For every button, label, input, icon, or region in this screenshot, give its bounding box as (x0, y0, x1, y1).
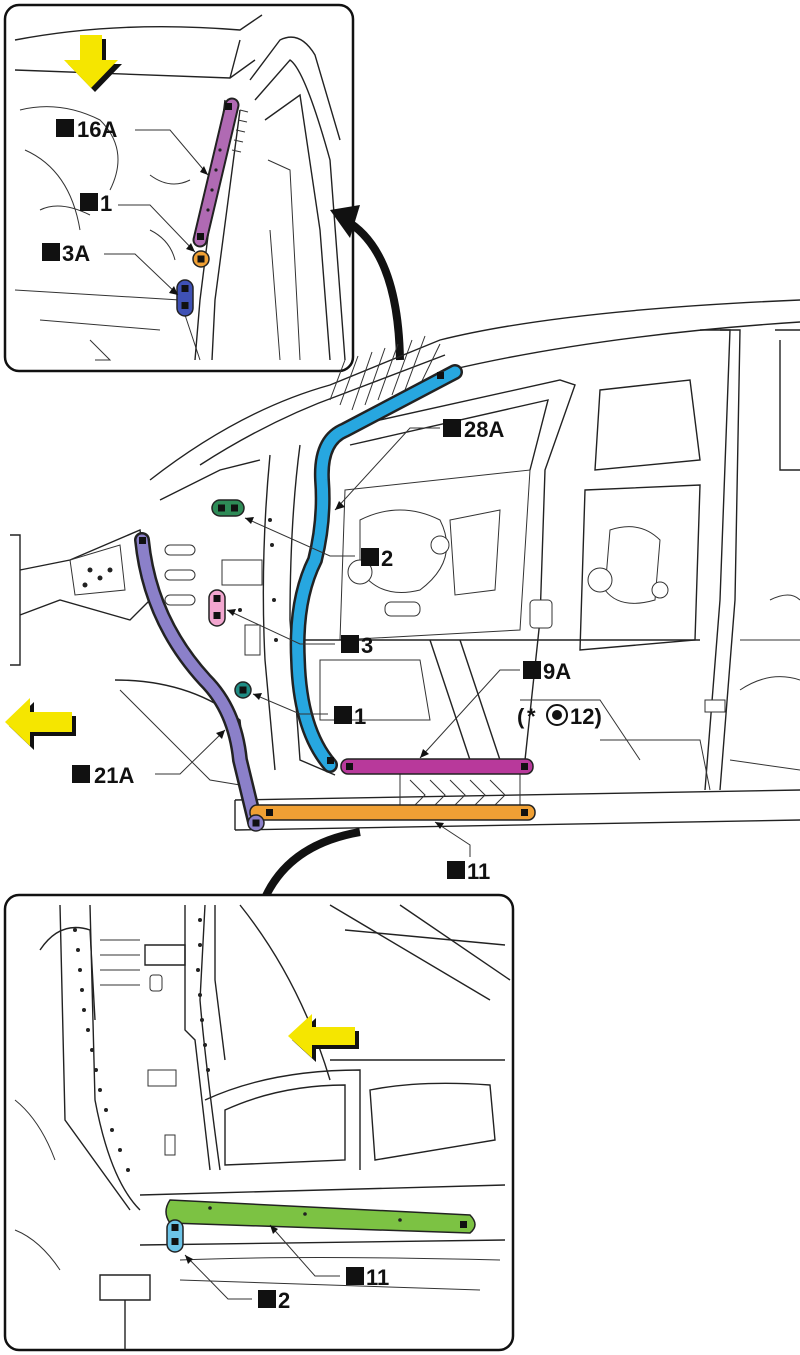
label-2-inset: 2 (184, 1254, 290, 1313)
label-square-icon (523, 661, 541, 679)
label-1-main: 1 (252, 693, 366, 729)
label-1-top: 1 (80, 191, 196, 253)
label-square-icon (346, 1267, 364, 1285)
pillar-16A-part (192, 97, 249, 248)
label-12-star: * (527, 704, 536, 729)
spot-1-lower-marker (234, 681, 252, 699)
label-11-inset: 11 (269, 1224, 389, 1290)
label-square-icon (341, 635, 359, 653)
label-12: ( * 12) (517, 704, 602, 729)
label-3A: 3A (42, 241, 179, 296)
label-2: 2 (244, 517, 393, 571)
spot-1-marker (192, 250, 210, 268)
label-square-icon (42, 243, 60, 261)
label-square-icon (56, 119, 74, 137)
label-3: 3 (226, 609, 373, 658)
label-11-main-text: 11 (467, 859, 490, 884)
spot-2-inset-marker (166, 1219, 184, 1253)
label-1-main-text: 1 (354, 704, 366, 729)
yellow-arrow-fill (64, 35, 118, 88)
label-square-icon (334, 706, 352, 724)
car-body-sketch (10, 299, 800, 831)
label-square-icon (447, 861, 465, 879)
label-12-text: 12) (570, 704, 602, 729)
label-28A: 28A (334, 417, 504, 511)
label-21A-text: 21A (94, 763, 134, 788)
label-16A: 16A (56, 117, 209, 176)
main-yellow-arrow-left-icon (5, 698, 76, 750)
top-inset: 16A 1 3A (3, 3, 355, 373)
bottom-inset: 11 2 (3, 893, 515, 1352)
label-28A-text: 28A (464, 417, 504, 442)
label-square-icon (80, 193, 98, 211)
label-square-icon (258, 1290, 276, 1308)
label-2-text: 2 (381, 546, 393, 571)
spot-3A-marker (176, 279, 194, 317)
label-11-main: 11 (434, 821, 490, 884)
label-3-text: 3 (361, 633, 373, 658)
label-square-icon (443, 419, 461, 437)
spot-2-marker (211, 499, 245, 517)
label-9A-text: 9A (543, 659, 571, 684)
label-square-icon (361, 548, 379, 566)
label-3A-text: 3A (62, 241, 90, 266)
curved-arrow-up-icon (330, 205, 404, 361)
bottom-inset-yellow-arrow-icon (288, 1014, 359, 1062)
label-12-open: ( (517, 704, 525, 729)
sill-9A-part (340, 758, 534, 775)
label-11-inset-text: 11 (366, 1265, 389, 1290)
label-1-text: 1 (100, 191, 112, 216)
label-9A: 9A (419, 659, 571, 759)
sill-11-part (247, 804, 536, 832)
inner-sill-11-part (165, 1199, 476, 1234)
pillar-28A-part (289, 364, 463, 773)
label-square-icon (72, 765, 90, 783)
bottom-inset-frame (3, 893, 515, 1352)
top-inset-frame (3, 3, 355, 373)
label-16A-text: 16A (77, 117, 117, 142)
bottom-inset-sketch (14, 904, 511, 1350)
pillar-21A-part (134, 532, 263, 830)
spot-3-marker (208, 589, 226, 627)
top-inset-yellow-arrow-icon (64, 35, 122, 92)
main-car-body: 28A 2 3 9A 1 ( * (5, 299, 800, 884)
label-2-inset-text: 2 (278, 1288, 290, 1313)
label-21A: 21A (72, 729, 226, 788)
